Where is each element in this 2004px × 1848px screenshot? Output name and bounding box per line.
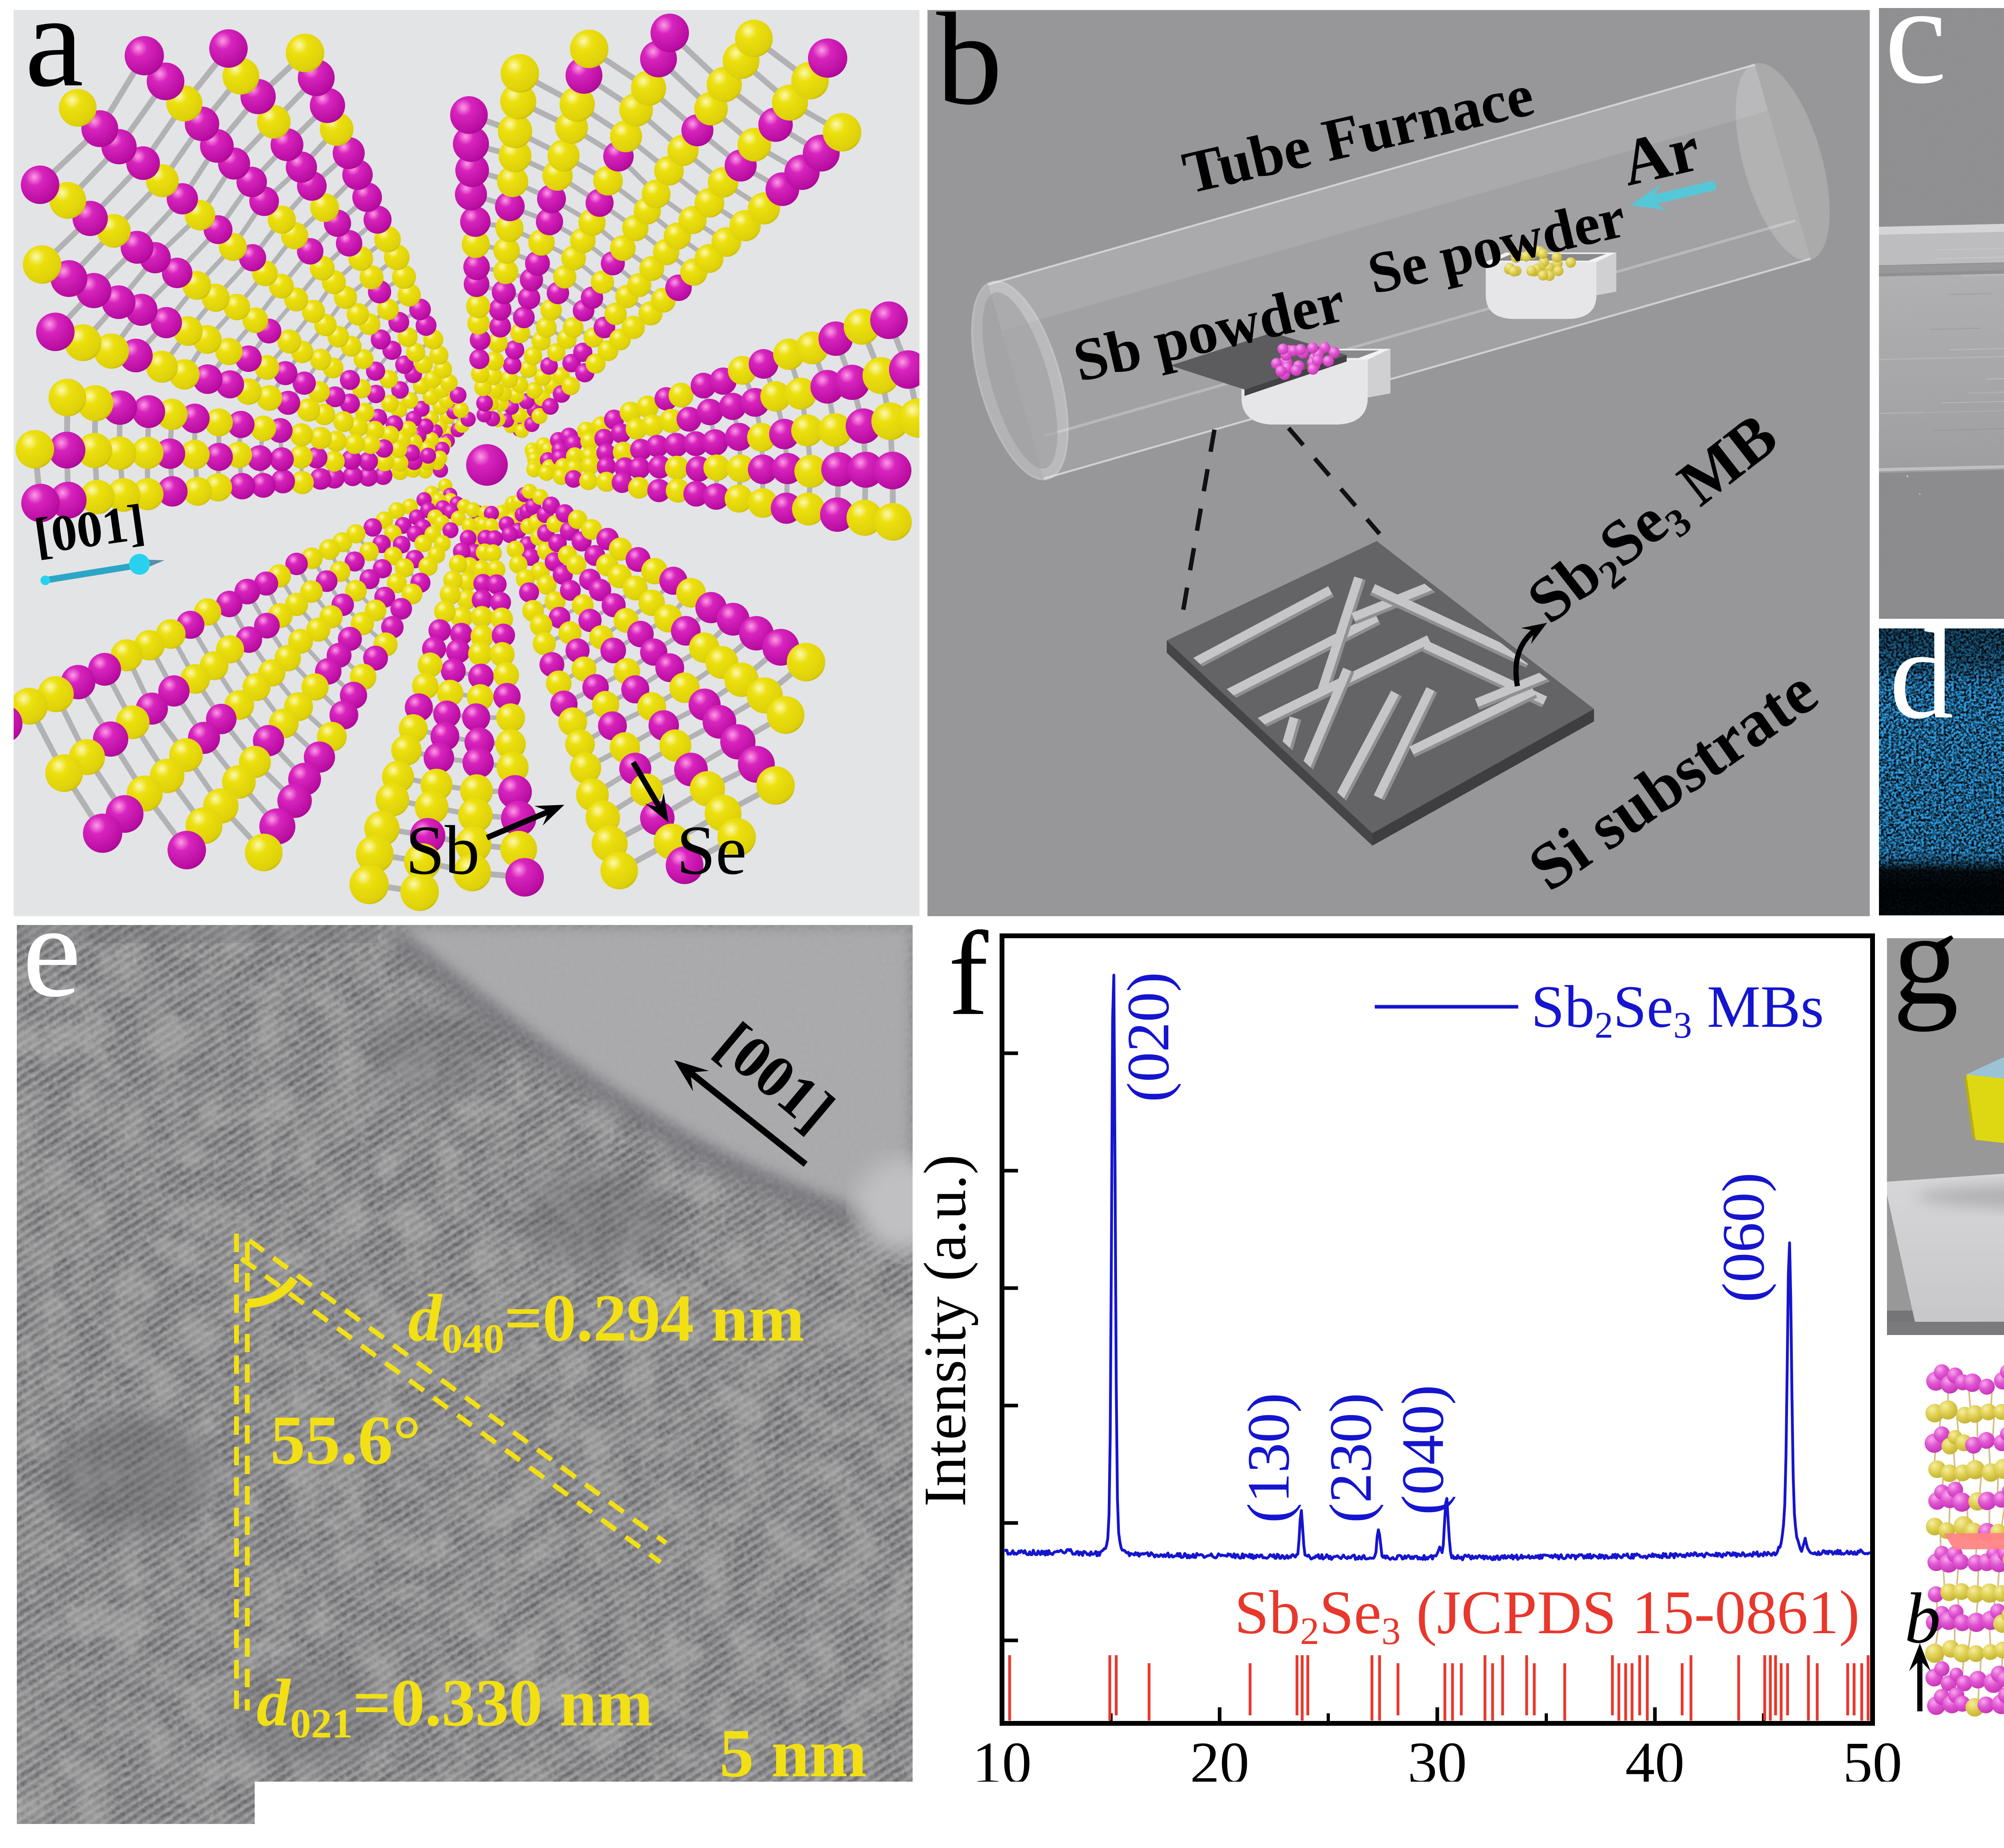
- svg-text:Intensity (a.u.): Intensity (a.u.): [912, 1155, 978, 1507]
- svg-text:(020): (020): [1115, 972, 1182, 1102]
- svg-text:a: a: [25, 0, 83, 114]
- svg-text:c: c: [1885, 0, 1947, 113]
- svg-text:g: g: [1893, 886, 1959, 1032]
- svg-text:(040): (040): [1390, 1385, 1456, 1515]
- svg-text:10: 10: [972, 1730, 1032, 1796]
- svg-text:(230): (230): [1317, 1393, 1384, 1523]
- svg-text:(130): (130): [1235, 1393, 1302, 1523]
- svg-text:b: b: [936, 0, 1002, 132]
- svg-text:b: b: [1905, 1578, 1941, 1658]
- svg-text:f: f: [948, 907, 990, 1040]
- svg-text:(060): (060): [1710, 1172, 1777, 1303]
- svg-text:Sb2Se3 (JCPDS 15-0861): Sb2Se3 (JCPDS 15-0861): [1234, 1578, 1860, 1652]
- svg-text:2-Theta (degree): 2-Theta (degree): [1239, 1778, 1647, 1846]
- svg-text:Sb: Sb: [406, 811, 480, 889]
- svg-text:55.6°: 55.6°: [270, 1401, 421, 1479]
- svg-text:5 nm: 5 nm: [719, 1715, 867, 1791]
- svg-text:Se: Se: [677, 811, 747, 889]
- svg-text:d: d: [1889, 604, 1953, 745]
- svg-text:e: e: [22, 878, 81, 1024]
- svg-text:50: 50: [1843, 1730, 1902, 1796]
